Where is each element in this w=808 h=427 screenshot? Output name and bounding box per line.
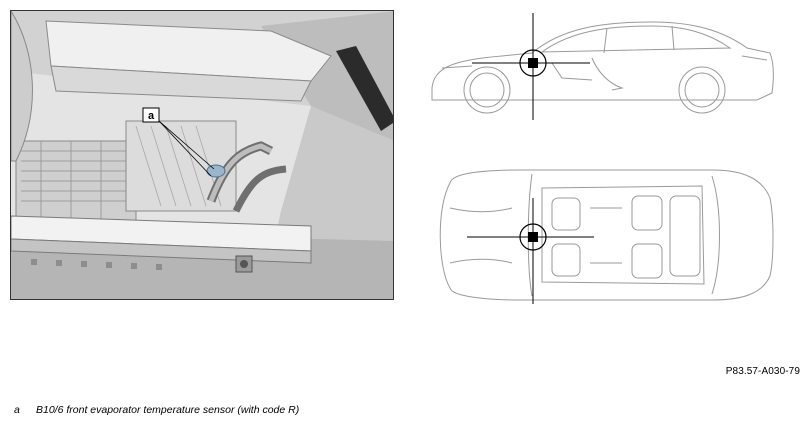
- installation-illustration: a: [10, 10, 394, 300]
- location-marker-side: [472, 13, 590, 120]
- legend-key: a: [14, 404, 20, 416]
- car-top-view: [439, 169, 774, 301]
- figure-reference-code: P83.57-A030-79: [725, 366, 800, 377]
- vehicle-location-diagram: [412, 8, 804, 308]
- location-marker-top: [467, 198, 594, 304]
- car-side-view: [431, 21, 774, 114]
- legend-text: B10/6 front evaporator temperature senso…: [36, 404, 300, 416]
- callout-label: a: [148, 110, 155, 122]
- legend-entry: a B10/6 front evaporator temperature sen…: [14, 404, 299, 416]
